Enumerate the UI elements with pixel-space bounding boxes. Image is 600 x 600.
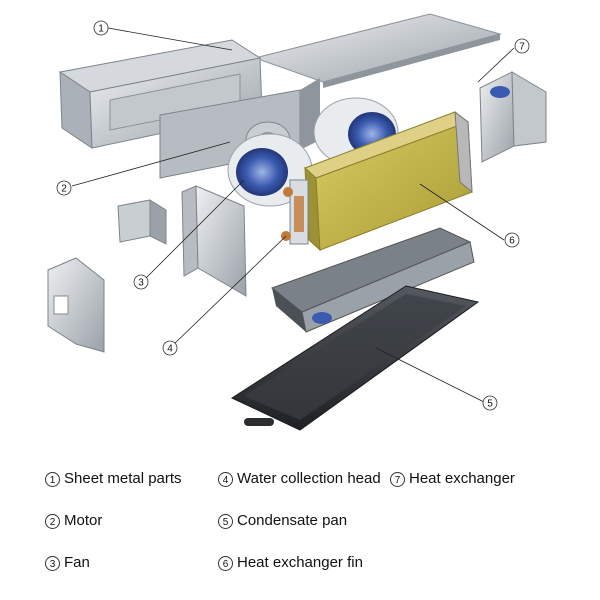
legend-item-heat-exchanger: 7 Heat exchanger — [390, 470, 515, 488]
callout-7: 7 — [514, 38, 530, 54]
svg-text:3: 3 — [138, 278, 144, 289]
callout-5: 5 — [482, 395, 498, 411]
legend-item-fan: 3 Fan — [45, 554, 90, 572]
legend-label: Motor — [64, 512, 103, 529]
legend-number: 3 — [45, 555, 60, 571]
callout-6: 6 — [504, 232, 520, 248]
legend-item-heat-exchanger-fin: 6 Heat exchanger fin — [218, 554, 363, 572]
legend-label: Heat exchanger fin — [237, 554, 363, 571]
water-collection-head — [281, 179, 309, 245]
top-cover-plate — [253, 13, 502, 88]
legend-label: Sheet metal parts — [64, 470, 182, 487]
svg-text:5: 5 — [487, 399, 493, 410]
legend-number: 7 — [390, 471, 405, 487]
heat-exchanger-fin — [304, 110, 473, 252]
legend-label: Fan — [64, 554, 90, 571]
legend-number: 5 — [218, 513, 233, 529]
left-side-panel — [47, 257, 105, 353]
svg-text:7: 7 — [519, 42, 525, 53]
right-end-plate — [479, 71, 547, 163]
small-bracket — [117, 199, 167, 245]
parts-legend: 1 Sheet metal parts 2 Motor 3 Fan 4 Wate… — [0, 460, 600, 600]
legend-label: Heat exchanger — [409, 470, 515, 487]
legend-item-sheet-metal-parts: 1 Sheet metal parts — [45, 470, 182, 488]
left-support-bracket — [181, 185, 247, 297]
drain-tray — [270, 227, 475, 333]
callout-1: 1 — [93, 20, 109, 36]
callout-4: 4 — [162, 340, 178, 356]
svg-text:6: 6 — [509, 236, 515, 247]
legend-number: 6 — [218, 555, 233, 571]
legend-number: 1 — [45, 471, 60, 487]
svg-text:1: 1 — [98, 24, 104, 35]
legend-item-water-collection-head: 4 Water collection head — [218, 470, 381, 488]
svg-text:4: 4 — [167, 344, 173, 355]
legend-number: 4 — [218, 471, 233, 487]
legend-number: 2 — [45, 513, 60, 529]
legend-label: Water collection head — [237, 470, 381, 487]
legend-label: Condensate pan — [237, 512, 348, 529]
legend-item-condensate-pan: 5 Condensate pan — [218, 512, 347, 530]
condensate-pan — [230, 285, 480, 431]
callout-2: 2 — [56, 180, 72, 196]
callout-3: 3 — [133, 274, 149, 290]
legend-item-motor: 2 Motor — [45, 512, 102, 530]
svg-text:2: 2 — [61, 184, 67, 195]
leader-lines — [71, 27, 515, 403]
